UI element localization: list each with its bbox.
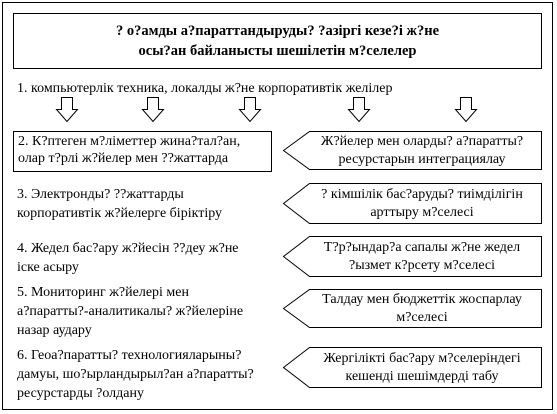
title-box: ? о?амды а?параттандыруды? ?азіргі кезе?…	[13, 13, 542, 69]
problem-2-line-2: арттыру м?селесі	[370, 205, 474, 220]
item-2-box: 2. К?птеген м?ліметтер жина?тал?ан, олар…	[13, 131, 272, 172]
item-6-line-1: 6. Геоа?паратты? технологияларыны?	[17, 348, 242, 363]
callout-shape-4	[282, 289, 542, 328]
down-arrow-5	[454, 97, 478, 123]
diagram-frame	[2, 2, 553, 410]
item-3-line-2: корпоративтік ж?йелерге біріктіру	[17, 206, 223, 221]
item-2-line-2: олар т?рлі ж?йелер мен ??жаттарда	[18, 151, 229, 166]
problem-5-line-1: Жергілікті бас?ару м?селеріндегі	[323, 351, 521, 366]
problem-4-line-2: м?селесі	[396, 310, 448, 325]
item-1-text: 1. компьютерлік техника, локалды ж?не ко…	[17, 81, 393, 96]
down-arrow-1	[55, 97, 79, 123]
problem-4-text: Талдау мен бюджеттік жоспарлау м?селесі	[306, 291, 538, 327]
problem-5-text: Жергілікті бас?ару м?селеріндегі кешенді…	[306, 350, 538, 386]
problem-5-line-2: кешенді шешімдерді табу	[345, 369, 499, 384]
title-line-2: осы?ан байланысты шешілетін м?селелер	[138, 43, 417, 59]
problem-1-line-2: ресурстарын интеграциялау	[338, 152, 506, 167]
item-3-line-1: 3. Электронды? ??жаттарды	[17, 187, 184, 202]
item-2-line-1: 2. К?птеген м?ліметтер жина?тал?ан,	[18, 134, 241, 149]
callout-shape-5	[282, 347, 542, 388]
title-line-1: ? о?амды а?параттандыруды? ?азіргі кезе?…	[115, 23, 440, 39]
item-5-line-2: а?паратты?-аналитикалы? ж?йелеріне	[17, 304, 244, 319]
problem-3-text: Т?р?ындар?а сапалы ж?не жедел ?ызмет к?р…	[306, 239, 538, 275]
problem-3-line-1: Т?р?ындар?а сапалы ж?не жедел	[323, 240, 521, 255]
down-arrow-4	[347, 97, 371, 123]
down-arrow-3	[238, 97, 262, 123]
problem-4-line-1: Талдау мен бюджеттік жоспарлау	[322, 292, 522, 307]
item-4-line-2: іске асыру	[17, 260, 79, 275]
item-6-line-2: дамуы, шо?ырландырыл?ан а?паратты?	[17, 367, 254, 382]
down-arrow-2	[141, 97, 165, 123]
problem-3-line-2: ?ызмет к?рсету м?селесі	[348, 258, 495, 273]
problem-1-text: Ж?йелер мен оларды? а?паратты? ресурстар…	[306, 133, 538, 169]
callout-shape-3	[282, 236, 542, 277]
callout-shape-1	[282, 131, 542, 170]
problem-2-text: ? кімшілік бас?аруды? тиімділігін арттыр…	[306, 186, 538, 222]
callout-shape-2	[282, 183, 542, 224]
problem-2-line-1: ? кімшілік бас?аруды? тиімділігін	[321, 187, 523, 202]
item-6-line-3: ресурстарды ?олдану	[17, 386, 144, 401]
item-5-line-1: 5. Мониторинг ж?йелері мен	[17, 285, 189, 300]
item-4-line-1: 4. Жедел бас?ару ж?йесін ??деу ж?не	[17, 241, 239, 256]
problem-1-line-1: Ж?йелер мен оларды? а?паратты?	[320, 134, 524, 149]
item-5-line-3: назар аудару	[17, 323, 92, 338]
